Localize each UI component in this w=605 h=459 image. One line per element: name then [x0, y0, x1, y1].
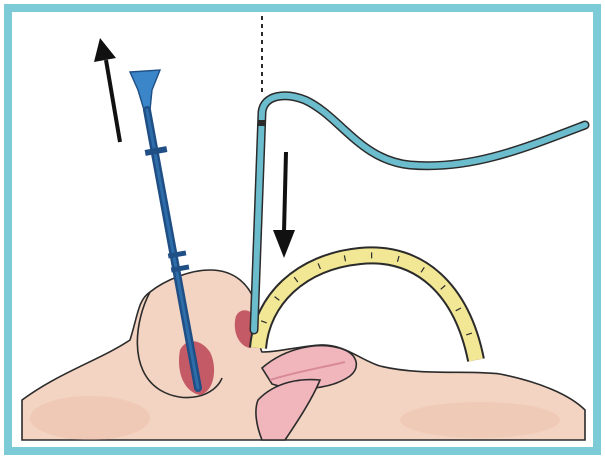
chin-shade — [400, 402, 560, 438]
cheek-shade — [30, 396, 150, 440]
arrow-down-shaft — [284, 152, 286, 232]
catheter-band — [258, 120, 266, 126]
